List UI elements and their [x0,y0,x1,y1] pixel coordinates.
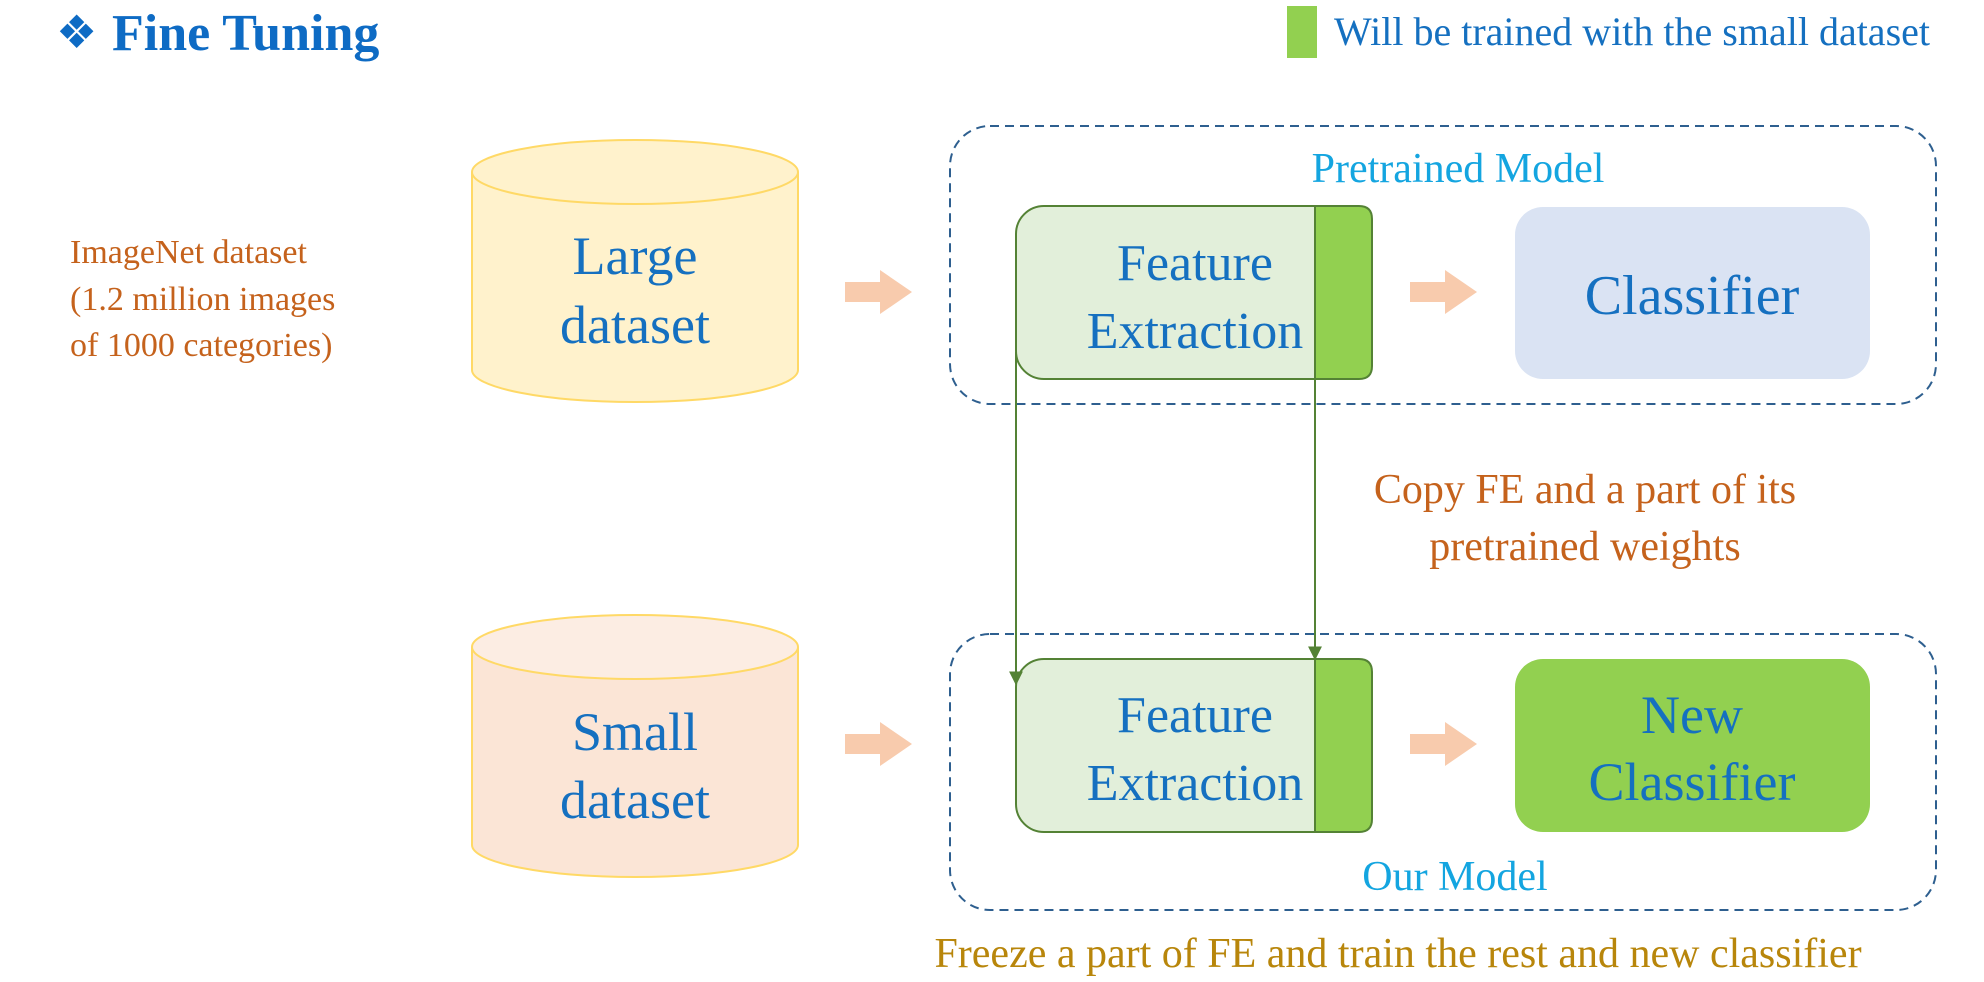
imagenet-note-line-2: (1.2 million images [70,281,335,318]
arrow-our-fe-to-new-classifier-icon [1410,722,1477,766]
pretrained-feature-extraction-box: Feature Extraction [1015,205,1373,380]
pretrained-classifier-label: Classifier [1585,265,1800,327]
small-dataset-label-line-2: dataset [560,770,710,830]
arrow-large-to-pretrained-icon [845,270,912,314]
large-dataset-top [471,139,799,205]
new-classifier-body [1515,659,1870,832]
new-classifier-label-line-2: Classifier [1589,752,1796,812]
arrow-small-to-our-model-icon [845,722,912,766]
imagenet-note-line-1: ImageNet dataset [70,234,307,271]
legend-trained-swatch [1287,6,1317,58]
bottom-note: Freeze a part of FE and train the rest a… [934,931,1861,977]
small-dataset-cylinder: Small dataset [471,614,799,878]
imagenet-note: ImageNet dataset (1.2 million images of … [70,234,335,364]
our-model-label: Our Model [1362,854,1547,900]
imagenet-note-line-3: of 1000 categories) [70,327,332,364]
our-model-container [949,633,1937,911]
small-dataset-body [471,647,799,878]
pretrained-fe-label-line-2: Extraction [1087,303,1304,360]
new-classifier-label-line-1: New [1641,685,1743,745]
small-dataset-label-line-1: Small [572,702,698,762]
copy-note-line-1: Copy FE and a part of its [1374,467,1796,513]
heading-bullet-icon: ❖ [56,7,97,58]
large-dataset-label-line-2: dataset [560,295,710,355]
legend-text: Will be trained with the small dataset [1334,9,1930,54]
copy-note-line-2: pretrained weights [1429,524,1740,570]
large-dataset-body [471,172,799,403]
large-dataset-cylinder: Large dataset [471,139,799,403]
our-fe-label-line-1: Feature [1117,687,1273,744]
pretrained-classifier-body [1515,207,1870,379]
large-dataset-label-line-1: Large [573,226,698,286]
small-dataset-top [471,614,799,680]
pretrained-model-container [949,125,1937,405]
pretrained-classifier-box: Classifier [1515,207,1870,379]
page-title: Fine Tuning [112,5,379,62]
our-fe-trainable-part [1314,658,1373,833]
pretrained-fe-trainable-part [1314,205,1373,380]
new-classifier-box: New Classifier [1515,659,1870,832]
our-fe-label-line-2: Extraction [1087,755,1304,812]
pretrained-model-label: Pretrained Model [1312,146,1605,192]
pretrained-fe-label-line-1: Feature [1117,235,1273,292]
our-feature-extraction-box: Feature Extraction [1015,658,1373,833]
arrow-fe-to-classifier-icon [1410,270,1477,314]
